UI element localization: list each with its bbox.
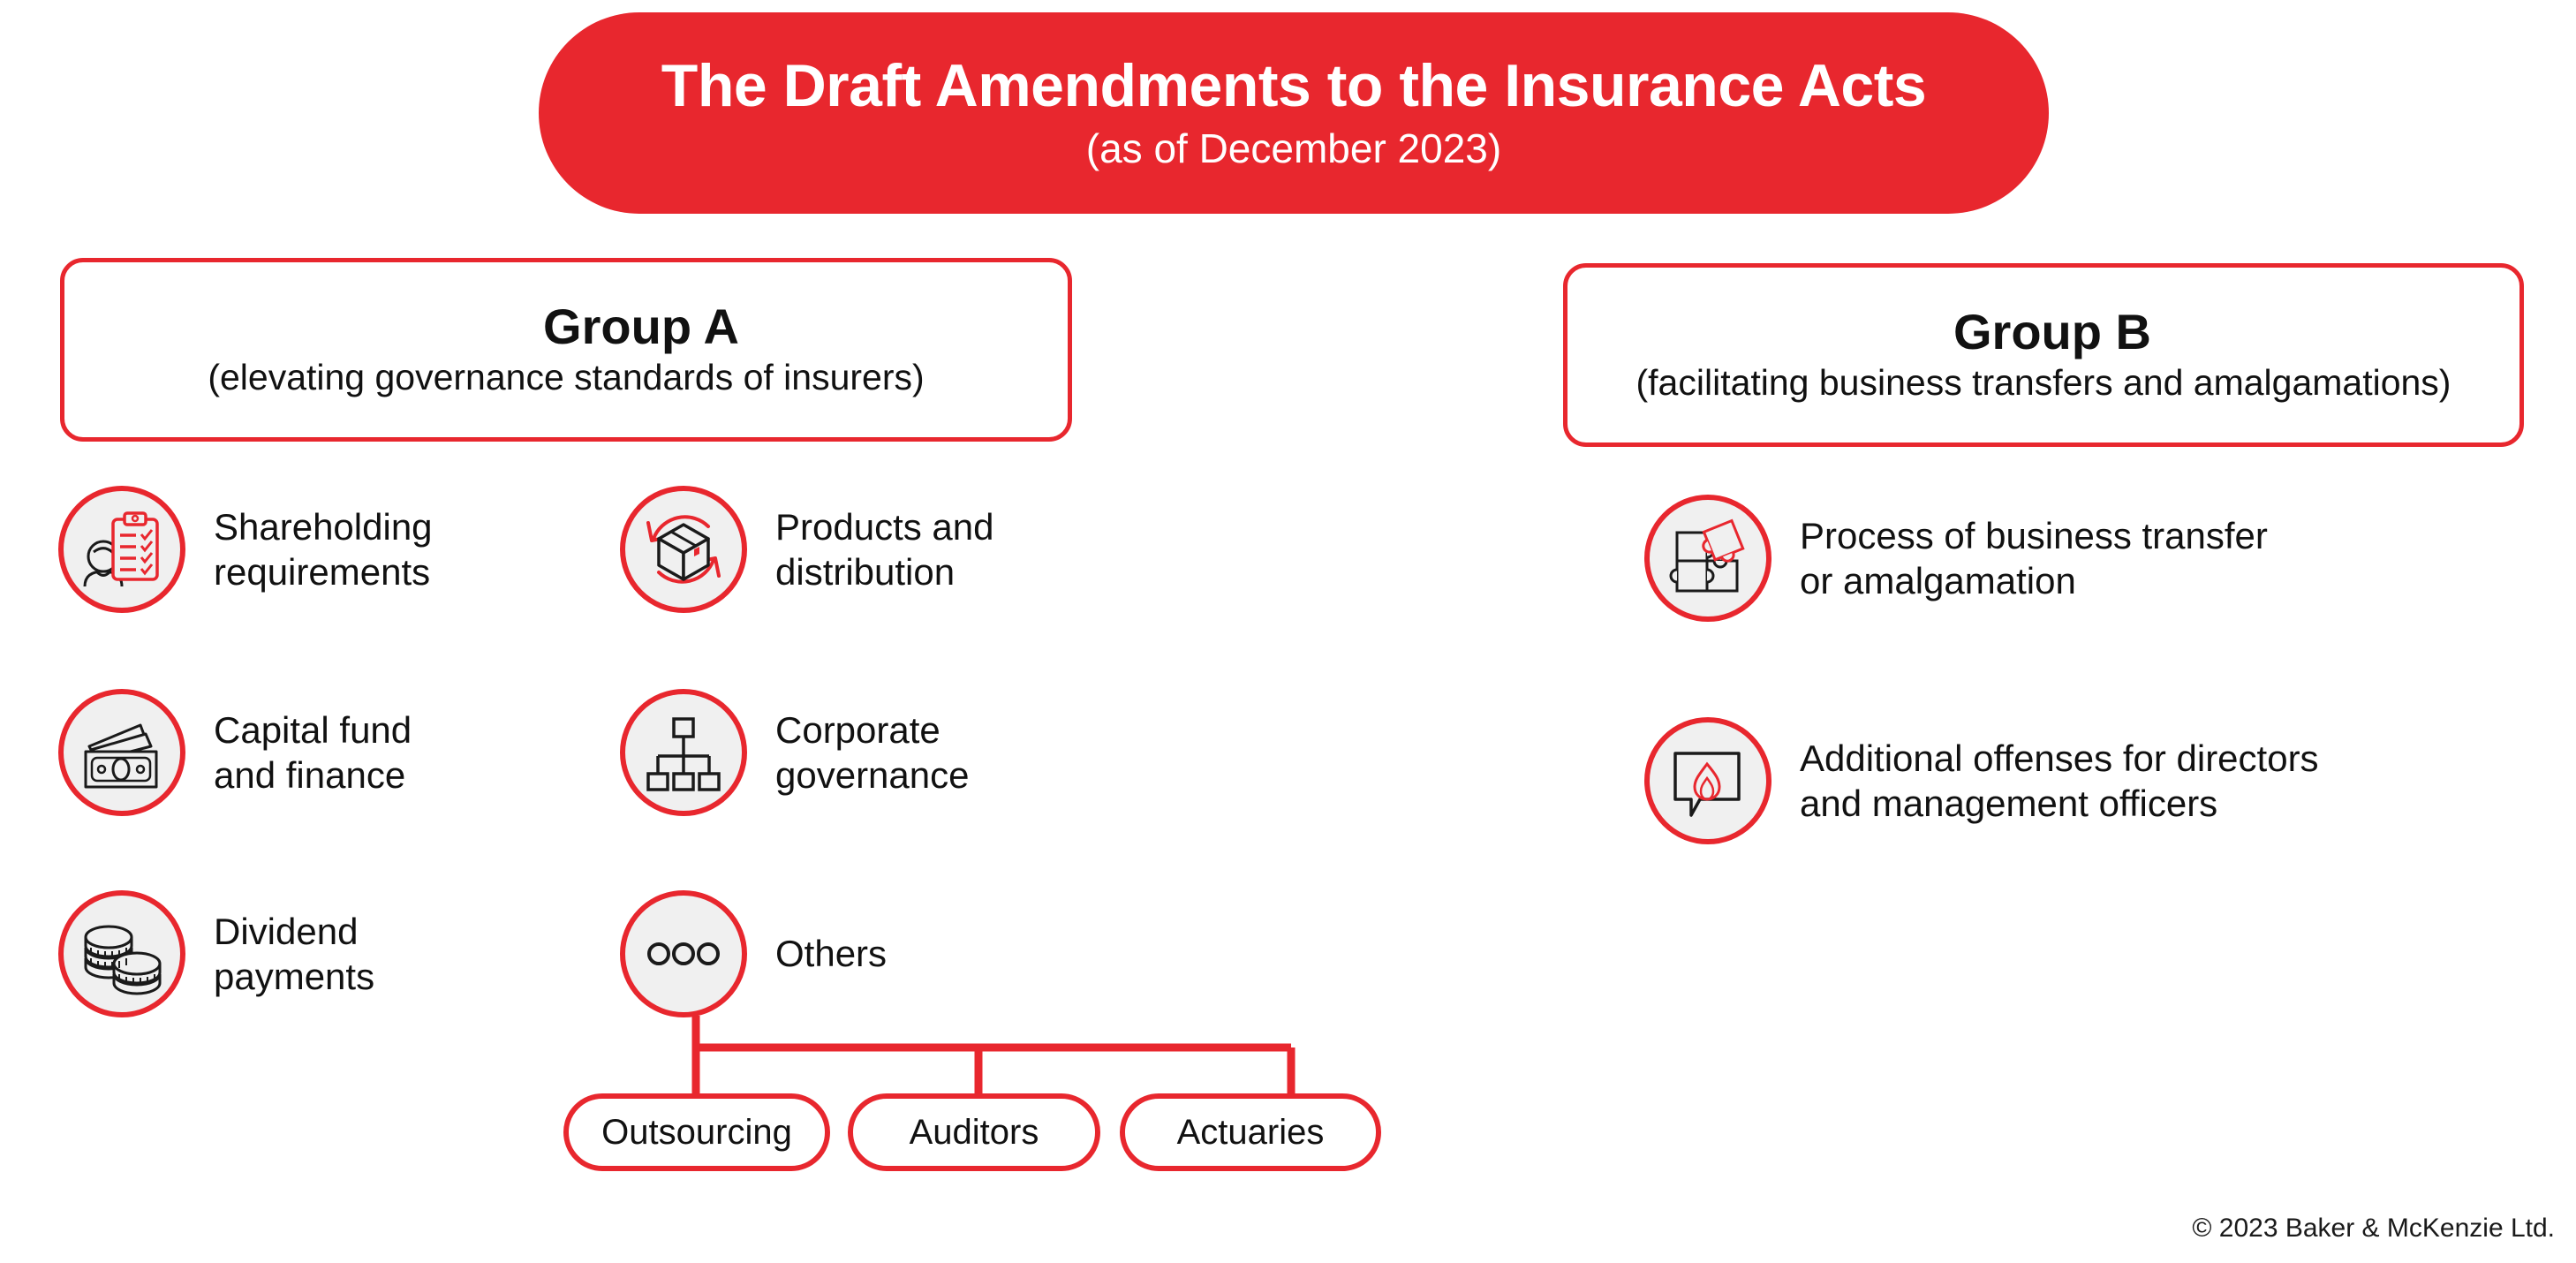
item-dividend-payments[interactable]: Dividend payments xyxy=(58,890,374,1017)
pill-auditors[interactable]: Auditors xyxy=(848,1093,1100,1171)
item-additional-offenses[interactable]: Additional offenses for directors and ma… xyxy=(1644,717,2319,844)
item-label: Capital fund and finance xyxy=(214,708,412,796)
pill-actuaries[interactable]: Actuaries xyxy=(1120,1093,1381,1171)
item-products-and-distribution[interactable]: Products and distribution xyxy=(620,486,994,613)
item-others[interactable]: Others xyxy=(620,890,887,1017)
box-circular-arrows-icon xyxy=(620,486,747,613)
group-a-header-box: Group A (elevating governance standards … xyxy=(60,258,1072,442)
item-label: Shareholding requirements xyxy=(214,505,433,593)
item-capital-fund-and-finance[interactable]: Capital fund and finance xyxy=(58,689,412,816)
three-dots-ellipsis-icon xyxy=(620,890,747,1017)
group-b-subtitle: (facilitating business transfers and ama… xyxy=(1635,362,2451,404)
item-label: Others xyxy=(775,933,888,975)
item-label: Corporate governance xyxy=(775,708,970,796)
jigsaw-puzzle-icon xyxy=(1644,495,1771,622)
page-title: The Draft Amendments to the Insurance Ac… xyxy=(661,51,1927,119)
item-process-of-business-transfer[interactable]: Process of business transfer or amalgama… xyxy=(1644,495,2268,622)
banknotes-icon xyxy=(58,689,185,816)
group-b-title: Group B xyxy=(1953,303,2151,359)
group-a-subtitle: (elevating governance standards of insur… xyxy=(208,357,925,398)
title-banner: The Draft Amendments to the Insurance Ac… xyxy=(539,12,2049,214)
item-label: Additional offenses for directors and ma… xyxy=(1800,737,2319,824)
stacked-coins-icon xyxy=(58,890,185,1017)
copyright-footer: © 2023 Baker & McKenzie Ltd. xyxy=(2192,1214,2555,1243)
item-label: Products and distribution xyxy=(775,505,994,593)
item-label: Dividend payments xyxy=(214,910,375,997)
org-chart-hierarchy-icon xyxy=(620,689,747,816)
group-a-title: Group A xyxy=(543,298,739,354)
group-b-header-box: Group B (facilitating business transfers… xyxy=(1563,263,2524,447)
clipboard-checklist-person-icon xyxy=(58,486,185,613)
item-shareholding-requirements[interactable]: Shareholding requirements xyxy=(58,486,433,613)
page-subtitle: (as of December 2023) xyxy=(1085,125,1502,172)
item-label: Process of business transfer or amalgama… xyxy=(1800,514,2268,601)
pill-outsourcing[interactable]: Outsourcing xyxy=(563,1093,830,1171)
speech-bubble-flame-icon xyxy=(1644,717,1771,844)
item-corporate-governance[interactable]: Corporate governance xyxy=(620,689,970,816)
